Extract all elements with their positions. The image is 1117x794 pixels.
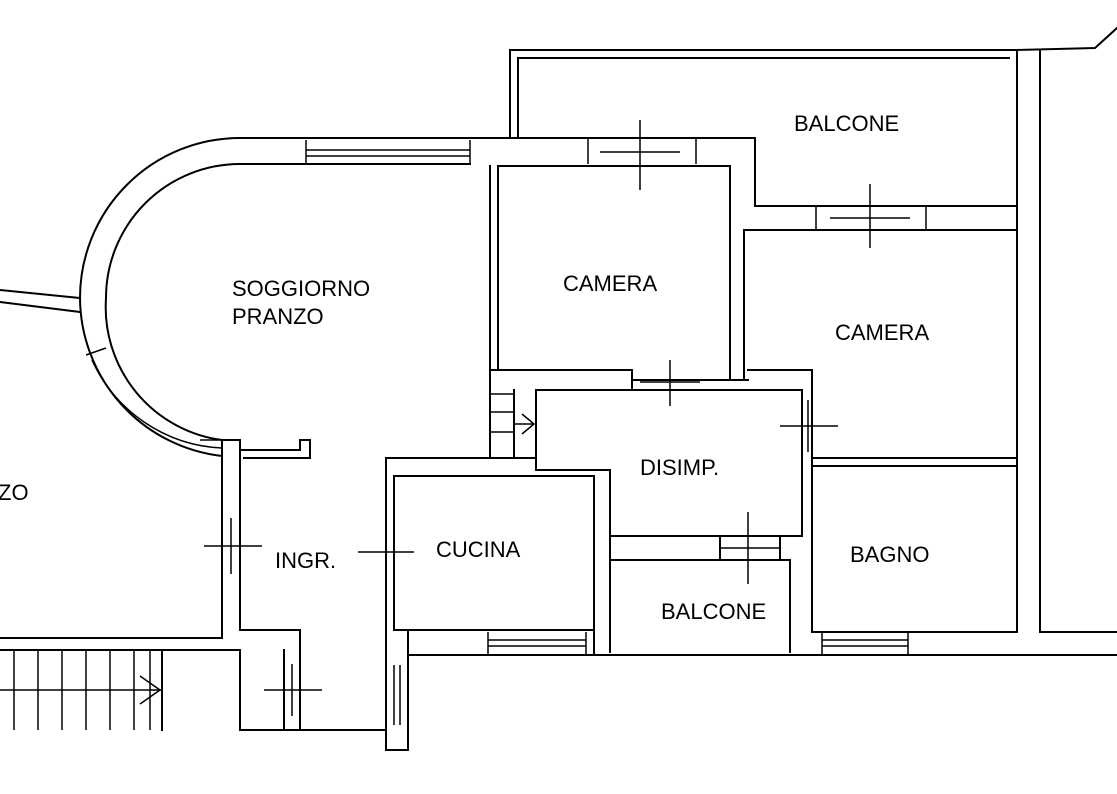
exterior-walls xyxy=(0,26,1117,751)
label-camera-1: CAMERA xyxy=(563,271,657,296)
door-marks xyxy=(204,120,910,716)
label-partial-left: ZO xyxy=(0,480,29,505)
label-cucina: CUCINA xyxy=(436,537,521,562)
label-disimpegno: DISIMP. xyxy=(640,455,719,480)
interior-walls xyxy=(161,137,1018,731)
label-ingresso: INGR. xyxy=(275,548,336,573)
label-balcone-bottom: BALCONE xyxy=(661,599,766,624)
stairs xyxy=(0,393,536,730)
label-bagno: BAGNO xyxy=(850,542,929,567)
room-labels: BALCONE CAMERA CAMERA SOGGIORNO PRANZO D… xyxy=(0,111,929,624)
windows xyxy=(85,138,927,725)
label-balcone-top: BALCONE xyxy=(794,111,899,136)
label-camera-2: CAMERA xyxy=(835,320,929,345)
label-pranzo: PRANZO xyxy=(232,304,324,329)
label-soggiorno: SOGGIORNO xyxy=(232,276,370,301)
